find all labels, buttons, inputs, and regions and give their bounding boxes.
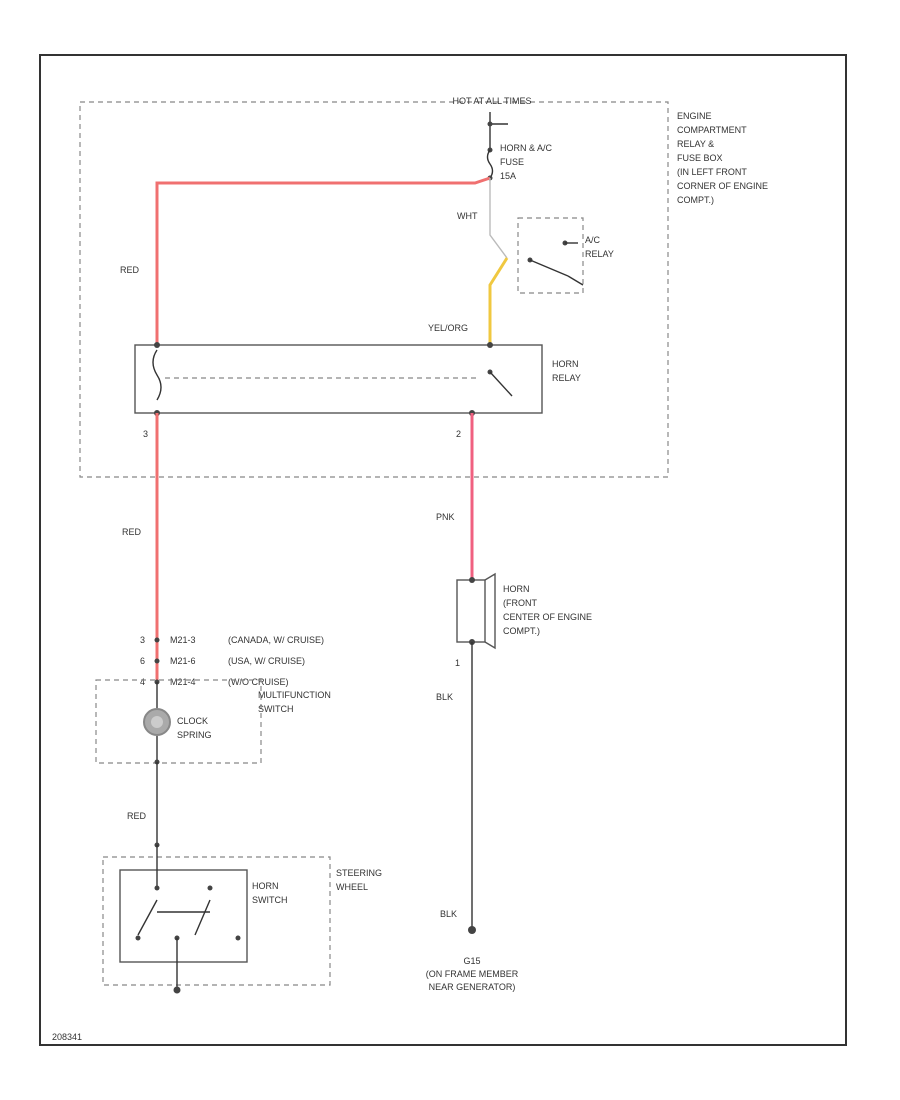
white-wire-label: WHT — [457, 211, 478, 221]
multifunction-switch-box — [95, 679, 262, 764]
horn-relay-label-0: HORN — [552, 359, 579, 369]
black-wire-label-1: BLK — [436, 692, 453, 702]
ground-label-1: (ON FRAME MEMBER — [426, 969, 519, 979]
connector-note-2: (W/O CRUISE) — [228, 677, 289, 687]
horn-relay-pin-right-top — [487, 342, 493, 348]
horn-switch-contact-2 — [194, 899, 211, 936]
horn-switch-node-2 — [207, 885, 213, 891]
ac-relay-contact-lead — [567, 275, 584, 286]
horn-switch-label-0: HORN — [252, 881, 279, 891]
diagram-frame — [39, 54, 847, 1046]
engine-compartment-box — [79, 101, 669, 478]
red-wire-middle-label: RED — [122, 527, 142, 537]
horn-relay-pin-right-label: 2 — [456, 429, 461, 439]
engine-box-label-3: FUSE BOX — [677, 153, 723, 163]
red-wire-top-label: RED — [120, 265, 140, 275]
multifunction-label-1: SWITCH — [258, 704, 294, 714]
clock-spring-label-1: SPRING — [177, 730, 212, 740]
fuse-label-0: HORN & A/C — [500, 143, 553, 153]
horn-switch-node-1 — [154, 885, 160, 891]
horn-label-1: (FRONT — [503, 598, 537, 608]
connector-note-1: (USA, W/ CRUISE) — [228, 656, 305, 666]
fuse-symbol — [486, 149, 494, 179]
ac-relay-label-0: A/C — [585, 235, 601, 245]
ground-label-0: G15 — [463, 956, 480, 966]
power-feed-node — [487, 121, 493, 127]
engine-box-label-2: RELAY & — [677, 139, 714, 149]
horn-relay-contact-arm — [489, 371, 513, 397]
engine-box-label-1: COMPARTMENT — [677, 125, 747, 135]
steering-wheel-label-0: STEERING — [336, 868, 382, 878]
yellow-orange-wire — [488, 257, 509, 345]
horn-relay-coil — [152, 349, 162, 401]
horn-pin-top — [469, 577, 475, 583]
black-wire-label-2: BLK — [440, 909, 457, 919]
connector-code-0: M21-3 — [170, 635, 196, 645]
fuse-label-2: 15A — [500, 171, 516, 181]
connector-pin-1-dot — [154, 658, 160, 664]
horn-label-0: HORN — [503, 584, 530, 594]
horn-pin-label: 1 — [455, 658, 460, 668]
connector-pin-2: 4 — [140, 677, 145, 687]
red-wire-low-label: RED — [127, 811, 147, 821]
steering-wheel-label-1: WHEEL — [336, 882, 368, 892]
footer-code: 208341 — [52, 1032, 82, 1042]
horn-switch-ground — [173, 986, 181, 994]
clock-spring-label-0: CLOCK — [177, 716, 208, 726]
horn-switch-label-1: SWITCH — [252, 895, 288, 905]
engine-box-label-5: CORNER OF ENGINE — [677, 181, 768, 191]
horn-label-3: COMPT.) — [503, 626, 540, 636]
ground-point — [468, 926, 476, 934]
connector-list: 3 M21-3 (CANADA, W/ CRUISE) 6 M21-6 (USA… — [140, 635, 324, 687]
yellow-orange-wire-label: YEL/ORG — [428, 323, 468, 333]
horn-relay-pin-left-top — [154, 342, 160, 348]
white-wire — [489, 178, 508, 259]
red-wire-top — [155, 176, 491, 345]
engine-box-label-0: ENGINE — [677, 111, 712, 121]
horn-switch-terminal-3 — [235, 935, 241, 941]
ground-label-2: NEAR GENERATOR) — [429, 982, 516, 992]
horn-switch-box — [119, 869, 248, 963]
pink-wire-label: PNK — [436, 512, 455, 522]
hot-at-all-times-label: HOT AT ALL TIMES — [452, 96, 531, 106]
horn-label-2: CENTER OF ENGINE — [503, 612, 592, 622]
horn-relay-box — [134, 344, 543, 414]
fuse-label-1: FUSE — [500, 157, 524, 167]
horn-body — [456, 579, 486, 643]
horn-switch-terminal-1 — [135, 935, 141, 941]
connector-code-1: M21-6 — [170, 656, 196, 666]
engine-box-label-6: COMPT.) — [677, 195, 714, 205]
connector-note-0: (CANADA, W/ CRUISE) — [228, 635, 324, 645]
connector-pin-1: 6 — [140, 656, 145, 666]
connector-code-2: M21-4 — [170, 677, 196, 687]
ac-relay-contact-arm — [529, 259, 569, 277]
horn-bell — [484, 572, 496, 650]
horn-switch-contact-1 — [137, 899, 158, 936]
connector-pin-0: 3 — [140, 635, 145, 645]
connector-pin-0-dot — [154, 637, 160, 643]
engine-box-label-4: (IN LEFT FRONT — [677, 167, 747, 177]
ac-relay-box — [517, 217, 584, 294]
horn-relay-pin-left-label: 3 — [143, 429, 148, 439]
steering-wheel-box — [102, 856, 331, 986]
clock-spring-core — [151, 716, 163, 728]
ac-relay-label-1: RELAY — [585, 249, 614, 259]
multifunction-label-0: MULTIFUNCTION — [258, 690, 331, 700]
horn-relay-label-1: RELAY — [552, 373, 581, 383]
